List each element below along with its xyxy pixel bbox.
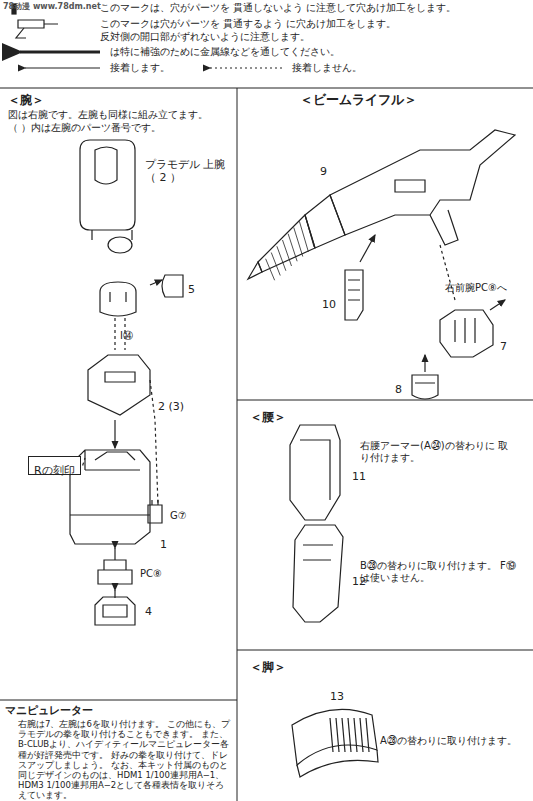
section-heading: ＜脚＞ <box>250 660 286 674</box>
callout-number: 9 <box>320 165 327 178</box>
callout-number: 10 <box>322 298 336 311</box>
callout-number: 11 <box>352 470 366 483</box>
note-text: このマークは、穴がパーツを 貫通しないよう に注意して穴あけ加工をします。 <box>100 2 530 14</box>
section-heading: ＜腰＞ <box>250 410 286 424</box>
note-text: 接着します。 <box>110 62 170 74</box>
note-text: 接着しません。 <box>292 62 362 74</box>
note-text: 右前腕PC⑧へ <box>445 282 507 294</box>
section-heading: ＜ビームライフル＞ <box>300 92 417 108</box>
section-heading: マニピュレーター <box>5 704 93 717</box>
beam-rifle <box>248 130 515 279</box>
callout-number: 7 <box>500 340 507 353</box>
callout-number: 2 (3) <box>158 400 184 413</box>
callout-number: 4 <box>145 605 152 618</box>
callout-number: PC⑧ <box>140 568 162 580</box>
section-heading: ＜腕＞ <box>8 93 44 107</box>
watermark: 78动漫 www.78dm.net <box>3 2 101 12</box>
marking-box: Rの刻印 <box>28 456 81 475</box>
callout-number: 5 <box>188 283 195 296</box>
callout-number: G⑦ <box>170 510 187 522</box>
note-text: このマークは穴がパーツを 貫通するよう に穴あけ加工をします。 <box>100 18 530 30</box>
upper-arm <box>80 140 135 230</box>
note-text: 右腰アーマー(A㉔)の替わりに 取り付けます。 <box>360 440 510 464</box>
leg-part <box>292 709 377 765</box>
node-text: Rの刻印 <box>34 464 75 477</box>
note-text: （ ）内は左腕のパーツ番号です。 <box>8 122 233 133</box>
callout-number: 13 <box>330 690 344 703</box>
callout-number: 1 <box>160 538 167 551</box>
callout-number: 8 <box>395 383 402 396</box>
note-text: 反対側の開口部がずれないように注意します。 <box>100 31 530 43</box>
note-text: B㉘の替わりに取り付けます。 F⑲は使いません。 <box>360 560 525 584</box>
note-text: は特に補強のために金属線などを通してください。 <box>110 46 530 58</box>
callout-number: I⑭ <box>120 330 133 342</box>
note-text: A㉘の替わりに取り付けます。 <box>380 735 530 747</box>
note-text: 右腕は7、左腕は6を取り付けます。 この他にも、プラモデルの拳を取り付けることも… <box>18 719 230 801</box>
part-name: プラモデル 上腕（ 2 ） <box>145 158 230 184</box>
note-text: 図は右腕です。左腕も同様に組み立てます。 <box>8 109 233 120</box>
drill-symbol <box>18 20 58 28</box>
